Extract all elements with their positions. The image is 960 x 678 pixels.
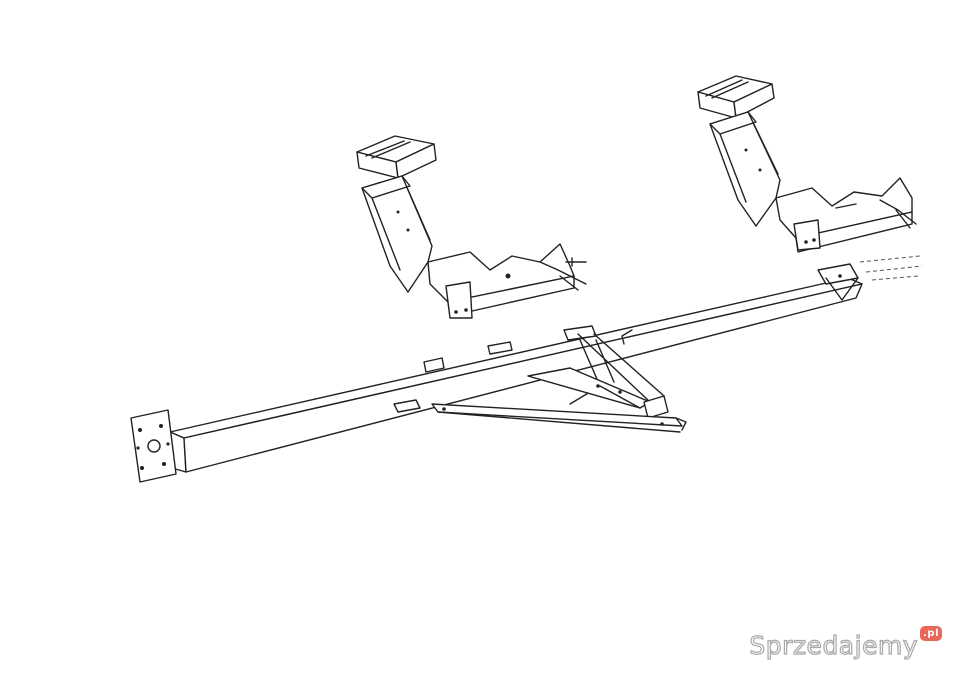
left-cap-part bbox=[356, 135, 437, 179]
dashed-extension-hint bbox=[859, 255, 923, 281]
left-bracket-part bbox=[361, 175, 587, 319]
right-cap-part bbox=[697, 75, 775, 119]
hitch-end bbox=[817, 263, 859, 301]
main-beam bbox=[169, 277, 863, 473]
watermark-logo: Sprzedajemy .pl bbox=[749, 626, 942, 661]
watermark-text: Sprzedajemy bbox=[749, 630, 919, 660]
lower-brace-bar bbox=[431, 403, 687, 433]
right-bracket-part bbox=[709, 111, 917, 253]
watermark-badge: .pl bbox=[920, 626, 942, 641]
a-frame-brace bbox=[527, 333, 669, 419]
end-plate bbox=[130, 409, 177, 483]
